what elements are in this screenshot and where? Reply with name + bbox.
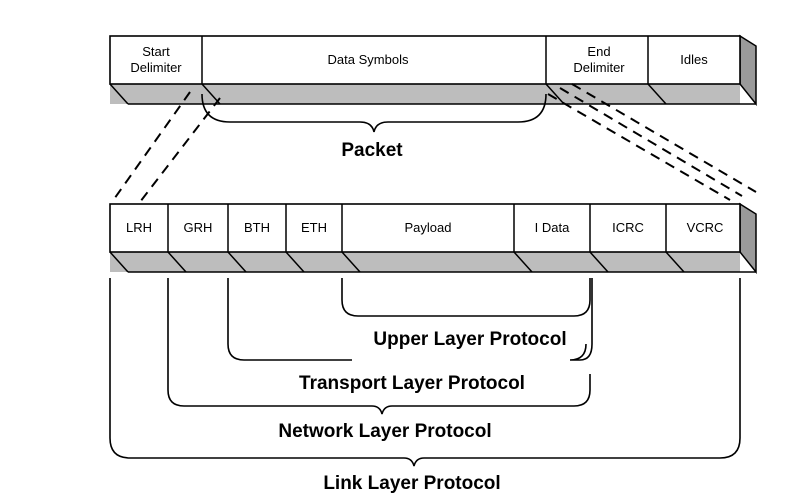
header-face (109, 203, 741, 253)
field-end-delimiter-line2: Delimiter (573, 60, 625, 75)
packet-label: Packet (341, 140, 403, 161)
packet-face (109, 35, 741, 85)
link-layer-bracket (109, 278, 741, 467)
header-lrh: LRH (126, 220, 152, 235)
header-payload: Payload (405, 220, 452, 235)
header-icrc: ICRC (612, 220, 644, 235)
field-start-delimiter: Start Delimiter (130, 44, 182, 75)
field-idles: Idles (680, 52, 708, 67)
header-side (739, 202, 757, 275)
field-start-delimiter-line2: Delimiter (130, 60, 182, 75)
upper-layer-label: Upper Layer Protocol (373, 329, 566, 350)
header-i-data: I Data (535, 220, 570, 235)
field-end-delimiter: End Delimiter (573, 44, 625, 75)
header-bth: BTH (244, 220, 270, 235)
network-layer-label: Network Layer Protocol (278, 421, 491, 442)
field-data-symbols: Data Symbols (328, 52, 409, 67)
header-vcrc: VCRC (687, 220, 724, 235)
packet-side (739, 34, 757, 107)
transport-layer-bracket (227, 278, 593, 361)
packet-brace (201, 93, 547, 133)
transport-layer-label: Transport Layer Protocol (299, 373, 525, 394)
zoom-connectors (111, 83, 757, 203)
upper-layer-bracket (341, 278, 591, 317)
field-start-delimiter-line1: Start (142, 44, 170, 59)
header-strip: LRH GRH BTH ETH Payload I Data ICRC VCRC (109, 202, 757, 275)
packet-band (110, 84, 740, 104)
link-layer-label: Link Layer Protocol (323, 473, 500, 494)
packet-strip: Start Delimiter Data Symbols End Delimit… (109, 34, 757, 107)
header-band (110, 252, 740, 272)
header-eth: ETH (301, 220, 327, 235)
header-grh: GRH (184, 220, 213, 235)
network-layer-bracket (167, 278, 591, 415)
field-end-delimiter-line1: End (587, 44, 610, 59)
